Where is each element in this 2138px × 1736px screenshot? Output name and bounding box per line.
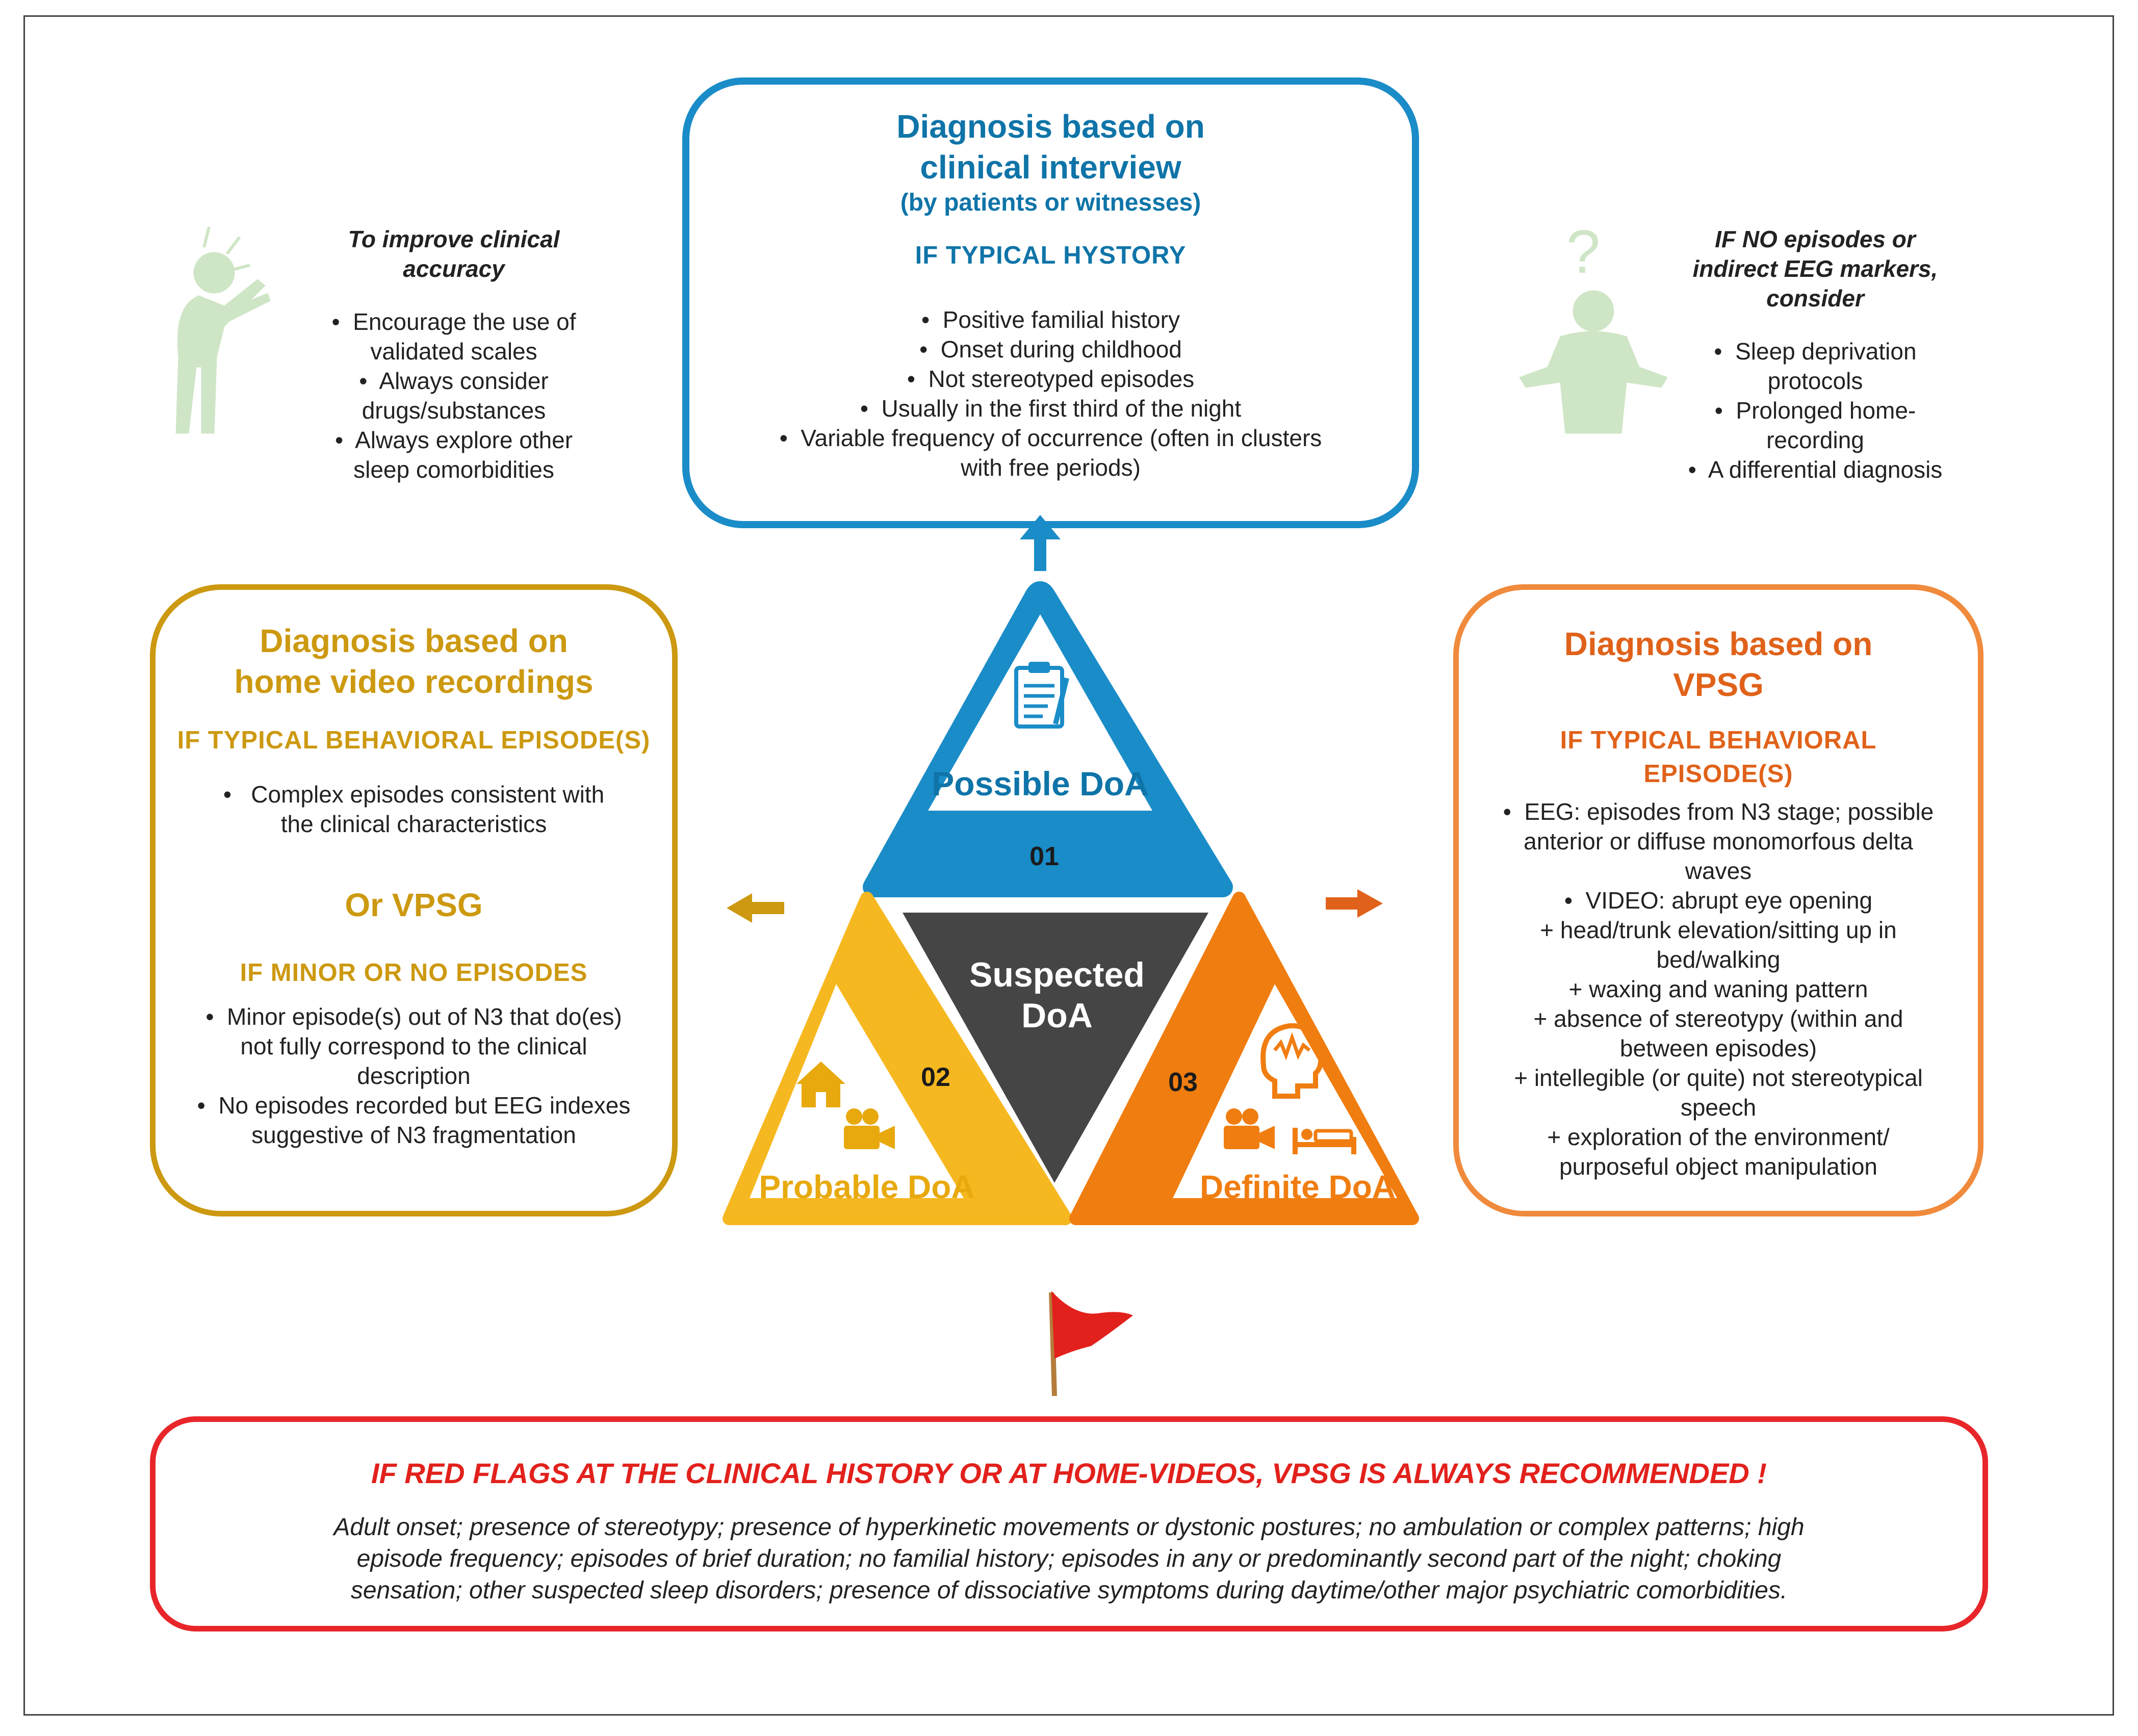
list-item: drugs/substances xyxy=(362,397,546,424)
probable-doa-band xyxy=(836,984,1043,1198)
vpsg-criteria-list: • EEG: episodes from N3 stage; possible … xyxy=(1459,797,1978,1181)
suspected-doa-triangle xyxy=(903,913,1208,1183)
possible-doa-label: Possible DoA xyxy=(932,765,1148,802)
list-item: • No episodes recorded but EEG indexes xyxy=(197,1092,631,1119)
step-number-01: 01 xyxy=(1029,842,1059,871)
vpsg-condition-line1: IF TYPICAL BEHAVIORAL xyxy=(1560,727,1877,754)
clinical-interview-subtitle: (by patients or witnesses) xyxy=(900,189,1201,216)
typical-history-list: • Positive familial history • Onset duri… xyxy=(689,305,1412,482)
video-camera-icon xyxy=(844,1108,895,1149)
list-item: • Always consider xyxy=(359,368,549,394)
clinical-interview-title-line1: Diagnosis based on xyxy=(896,108,1205,145)
list-item: • Encourage the use of xyxy=(331,308,576,335)
red-flags-box: IF RED FLAGS AT THE CLINICAL HISTORY OR … xyxy=(150,1416,1988,1631)
list-item: + intellegible (or quite) not stereotypi… xyxy=(1514,1065,1923,1091)
no-episodes-note: IF NO episodes or indirect EEG markers, … xyxy=(1657,224,1973,484)
list-item: with free periods) xyxy=(961,454,1141,481)
note-title-line2: accuracy xyxy=(403,255,505,282)
left-arrow-icon xyxy=(727,893,784,923)
typical-episode-list: • Complex episodes consistent with the c… xyxy=(156,780,672,839)
list-item: + exploration of the environment/ xyxy=(1547,1124,1890,1150)
list-item: protocols xyxy=(1767,368,1863,394)
house-icon xyxy=(796,1061,845,1107)
bed-icon xyxy=(1293,1128,1356,1154)
definite-doa-band xyxy=(1096,984,1275,1198)
right-arrow-icon xyxy=(1326,889,1383,918)
list-item: • Positive familial history xyxy=(921,306,1180,333)
list-item: • Variable frequency of occurrence (ofte… xyxy=(779,425,1322,451)
clipboard-icon xyxy=(1014,662,1069,729)
no-episodes-list: • Sleep deprivation protocols • Prolonge… xyxy=(1657,336,1973,484)
list-item: description xyxy=(357,1063,471,1089)
list-item: • VIDEO: abrupt eye opening xyxy=(1564,887,1873,914)
list-item: speech xyxy=(1680,1094,1757,1121)
minor-episodes-list: • Minor episode(s) out of N3 that do(es)… xyxy=(156,1002,672,1150)
list-item: anterior or diffuse monomorfous delta xyxy=(1524,828,1913,854)
list-item: validated scales xyxy=(370,338,537,365)
list-item: • Complex episodes consistent with xyxy=(223,781,605,808)
typical-history-condition: IF TYPICAL HYSTORY xyxy=(915,242,1187,269)
list-item: • Not stereotyped episodes xyxy=(907,366,1195,392)
list-item: recording xyxy=(1766,427,1864,453)
red-flags-text: Adult onset; presence of stereotypy; pre… xyxy=(174,1512,1964,1607)
red-flags-text-line2: episode frequency; episodes of brief dur… xyxy=(356,1545,1782,1572)
list-item: • Minor episode(s) out of N3 that do(es) xyxy=(205,1003,622,1030)
suspected-doa-label-line1: Suspected xyxy=(969,955,1145,994)
definite-doa-label: Definite DoA xyxy=(1200,1169,1396,1205)
clinical-interview-box: Diagnosis based on clinical interview (b… xyxy=(682,77,1419,528)
list-item: waves xyxy=(1685,858,1752,884)
vpsg-condition-line2: EPISODE(S) xyxy=(1643,760,1793,788)
red-flags-text-line1: Adult onset; presence of stereotypy; pre… xyxy=(333,1514,1805,1541)
list-item: + waxing and waning pattern xyxy=(1568,976,1868,1002)
list-item: + head/trunk elevation/sitting up in xyxy=(1540,917,1897,943)
list-item: • A differential diagnosis xyxy=(1688,456,1943,483)
brain-head-icon xyxy=(1260,1023,1324,1099)
note-title-line1: IF NO episodes or xyxy=(1715,226,1916,252)
list-item: between episodes) xyxy=(1619,1035,1817,1061)
list-item: • Prolonged home- xyxy=(1714,397,1916,424)
list-item: • Usually in the first third of the nigh… xyxy=(860,395,1242,422)
note-title-line2: indirect EEG markers, xyxy=(1692,255,1938,282)
clinical-accuracy-list: • Encourage the use of validated scales … xyxy=(296,307,612,484)
person-questioning-icon: ? xyxy=(1519,218,1668,434)
home-video-title-line1: Diagnosis based on xyxy=(260,623,568,659)
or-vpsg-label: Or VPSG xyxy=(345,887,483,923)
list-item: • EEG: episodes from N3 stage; possible xyxy=(1503,798,1934,825)
probable-doa-label: Probable DoA xyxy=(759,1169,974,1205)
note-title-line1: To improve clinical xyxy=(348,226,560,252)
list-item: suggestive of N3 fragmentation xyxy=(251,1122,576,1148)
up-arrow-icon xyxy=(1020,515,1061,571)
red-flags-text-line3: sensation; other suspected sleep disorde… xyxy=(350,1577,1788,1604)
clinical-interview-title-line2: clinical interview xyxy=(920,149,1181,186)
list-item: the clinical characteristics xyxy=(280,811,547,837)
list-item: not fully correspond to the clinical xyxy=(240,1033,587,1059)
note-title-line3: consider xyxy=(1766,285,1864,312)
list-item: • Sleep deprivation xyxy=(1714,338,1917,365)
list-item: sleep comorbidities xyxy=(353,456,554,483)
clinical-accuracy-note: To improve clinical accuracy • Encourage… xyxy=(296,224,612,484)
vpsg-title-line2: VPSG xyxy=(1673,666,1764,703)
list-item: bed/walking xyxy=(1656,946,1781,973)
list-item: + absence of stereotypy (within and xyxy=(1533,1005,1903,1032)
home-video-title-line2: home video recordings xyxy=(234,663,594,700)
probable-doa-inner xyxy=(750,984,964,1198)
list-item: purposeful object manipulation xyxy=(1559,1153,1877,1180)
red-flags-title: IF RED FLAGS AT THE CLINICAL HISTORY OR … xyxy=(371,1457,1767,1489)
svg-text:?: ? xyxy=(1566,218,1601,286)
figure-frame xyxy=(23,15,2114,1716)
red-flag-icon xyxy=(1049,1291,1133,1396)
step-number-03: 03 xyxy=(1168,1068,1198,1097)
minor-episodes-condition: IF MINOR OR NO EPISODES xyxy=(240,959,588,987)
person-shouting-icon xyxy=(175,226,271,434)
home-video-box: Diagnosis based on home video recordings… xyxy=(150,584,678,1216)
list-item: • Onset during childhood xyxy=(919,336,1182,362)
vpsg-title-line1: Diagnosis based on xyxy=(1564,626,1873,662)
step-number-02: 02 xyxy=(921,1063,950,1092)
typical-episode-condition: IF TYPICAL BEHAVIORAL EPISODE(S) xyxy=(177,727,651,754)
video-camera-icon xyxy=(1224,1108,1275,1149)
suspected-doa-label-line2: DoA xyxy=(1021,996,1093,1035)
vpsg-box: Diagnosis based on VPSG IF TYPICAL BEHAV… xyxy=(1453,584,1984,1216)
list-item: • Always explore other xyxy=(334,427,573,453)
